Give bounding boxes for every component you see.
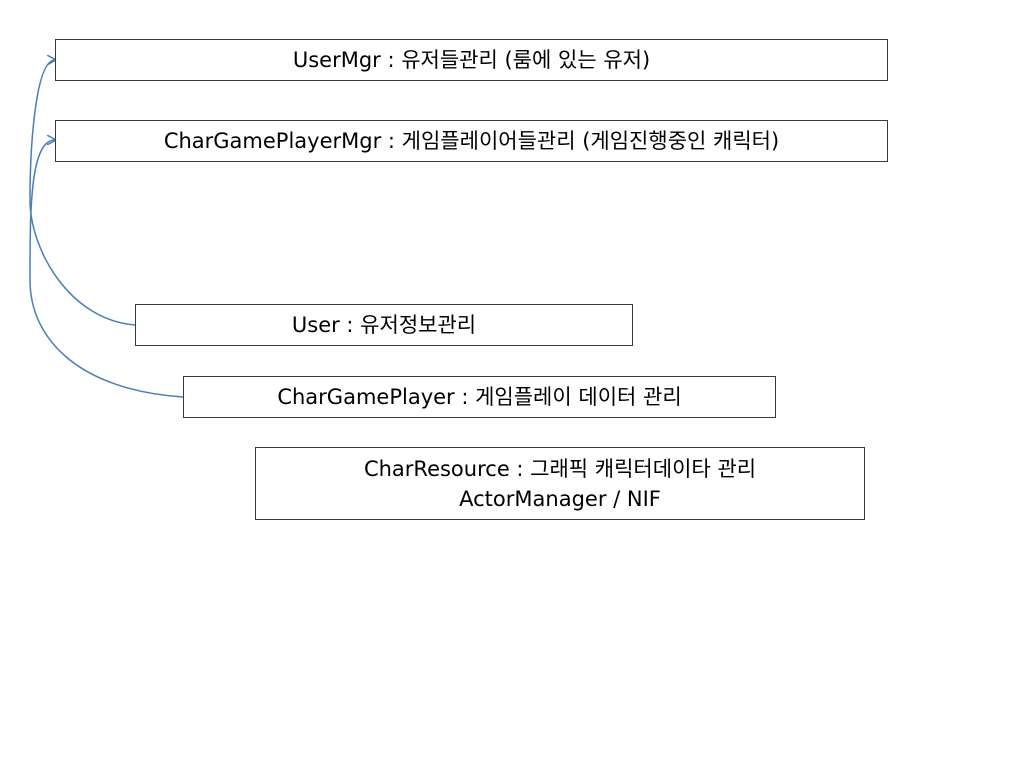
- connector-chargameplayer-to-chargameplayermgr: [29, 140, 184, 398]
- usermgr-box: UserMgr : 유저들관리 (룸에 있는 유저): [55, 39, 888, 81]
- charresource-label-line1: CharResource : 그래픽 캐릭터데이타 관리: [363, 456, 757, 481]
- connector-user-to-usermgr: [29, 60, 136, 326]
- user-label: User : 유저정보관리: [291, 313, 477, 337]
- chargameplayer-box: CharGamePlayer : 게임플레이 데이터 관리: [183, 376, 776, 418]
- chargameplayer-label: CharGamePlayer : 게임플레이 데이터 관리: [277, 385, 682, 409]
- user-box: User : 유저정보관리: [135, 304, 633, 346]
- chargameplayermgr-label: CharGamePlayerMgr : 게임플레이어들관리 (게임진행중인 캐릭…: [163, 129, 780, 153]
- charresource-label-line2: ActorManager / NIF: [459, 486, 661, 511]
- usermgr-label: UserMgr : 유저들관리 (룸에 있는 유저): [292, 48, 651, 72]
- chargameplayermgr-box: CharGamePlayerMgr : 게임플레이어들관리 (게임진행중인 캐릭…: [55, 120, 888, 162]
- charresource-box: CharResource : 그래픽 캐릭터데이타 관리 ActorManage…: [255, 447, 865, 520]
